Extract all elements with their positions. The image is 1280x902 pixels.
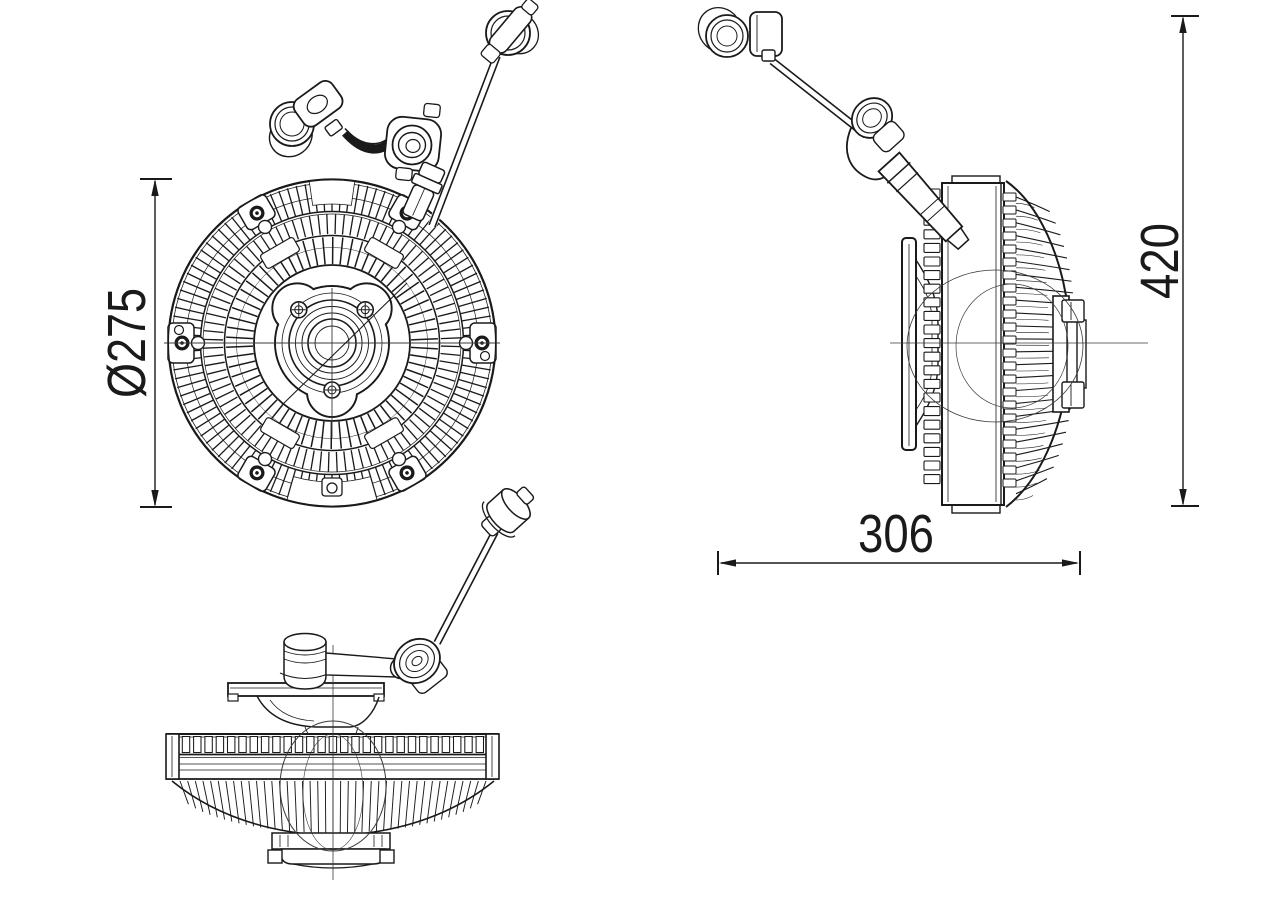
side-hub [1052,295,1087,413]
dim-arrow-down-icon [1179,489,1187,506]
dim-front-diameter: Ø275 [97,178,172,508]
bottom-view [165,486,535,880]
left-connector-plug-icon [268,80,344,158]
side-top-plug-icon [697,6,783,62]
cable-fill [433,529,499,646]
dim-arrow-right-icon [1062,559,1079,567]
side-harness [697,6,970,251]
grommet-bracket-icon [384,102,442,182]
top-connector-plug-icon [480,0,540,64]
cable-edge [428,54,501,228]
dim-arrow-up-icon [151,179,159,196]
ball-envelope-curve [906,269,1084,423]
front-view [164,0,540,508]
dim-arrow-up-icon [1179,16,1187,33]
dim-arrow-left-icon [719,559,736,567]
cable-fill [769,57,869,139]
dim-label-diameter: Ø275 [97,288,157,398]
bottom-valve-icon [279,632,331,690]
dimensions: Ø275 420 306 [97,15,1199,575]
bottom-plug-icon [481,486,535,538]
dim-overall-depth: 306 [717,504,1081,575]
bleed-fitting-icon [402,161,446,222]
dim-overall-height: 420 [1130,15,1199,507]
bottom-mounting-plate [227,682,385,735]
bottom-harness [279,486,535,695]
bottom-connector-icon [393,637,448,695]
solenoid-valve-icon [877,151,970,251]
cable-edge [433,530,499,645]
front-centerlines [164,179,500,507]
ball-envelope-curve [955,283,1069,409]
dim-arrow-down-icon [151,490,159,507]
bottom-body [165,733,500,837]
side-view [697,6,1148,514]
cable-fill [427,54,502,228]
dim-label-depth: 306 [858,504,934,564]
dim-label-height: 420 [1130,223,1190,299]
front-harness [268,0,540,228]
